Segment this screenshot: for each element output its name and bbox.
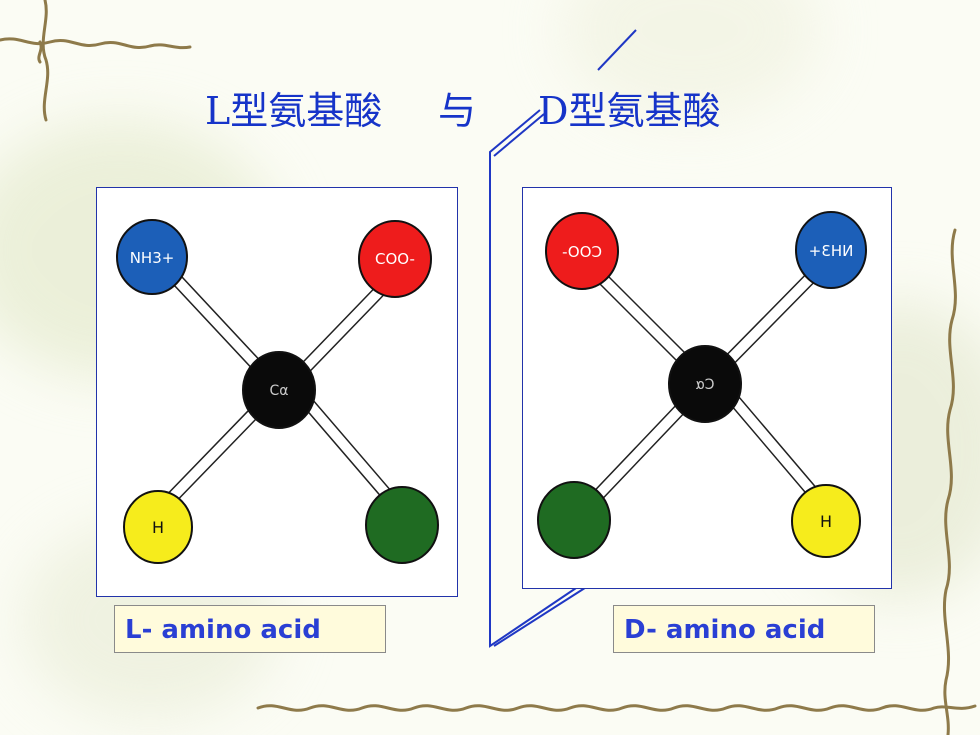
amino-group-atom <box>795 211 867 289</box>
r-group-atom <box>537 481 611 559</box>
l-amino-acid-caption: L- amino acid <box>114 605 386 653</box>
hydrogen-label: H <box>820 512 832 531</box>
alpha-carbon-atom <box>668 345 742 423</box>
alpha-carbon-label: Cα <box>269 383 288 399</box>
amino-group-label: NH3+ <box>130 249 175 267</box>
r-group-atom <box>365 486 439 564</box>
title-d-amino-acid: D型氨基酸 <box>538 89 721 133</box>
alpha-carbon-atom <box>242 351 316 429</box>
d-bonds <box>580 256 832 514</box>
alpha-carbon-label: Cα <box>695 377 714 393</box>
hydrogen-label: H <box>152 518 164 537</box>
carboxyl-group-label: COO- <box>562 243 602 261</box>
amino-group-label: NH3+ <box>809 242 854 260</box>
title-l-amino-acid: L型氨基酸 <box>205 89 383 133</box>
hydrogen-atom <box>123 490 193 564</box>
carboxyl-group-atom <box>358 220 432 298</box>
title-connector: 与 <box>438 89 477 133</box>
d-amino-acid-caption: D- amino acid <box>613 605 875 653</box>
carboxyl-group-atom <box>545 212 619 290</box>
hydrogen-atom <box>791 484 861 558</box>
carboxyl-group-label: COO- <box>375 250 415 268</box>
amino-group-atom <box>116 219 188 295</box>
